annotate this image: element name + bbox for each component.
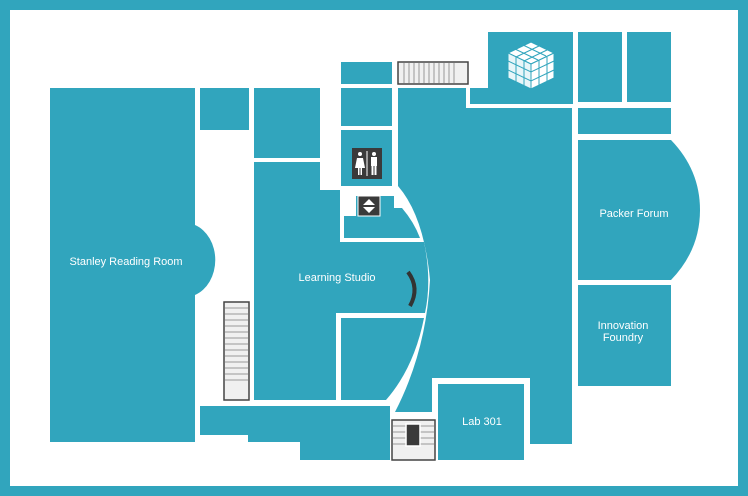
label-innovation-line1: Innovation [597,320,649,332]
label-learning-studio: Learning Studio [298,272,376,284]
stairs-icon [391,419,436,461]
room-learning-annex[interactable] [341,318,424,400]
room-learning-studio[interactable] [254,162,429,400]
room-small-g[interactable] [578,108,671,134]
label-lab-301: Lab 301 [462,416,502,428]
room-small-a[interactable] [200,88,249,130]
curved-wall [406,270,417,307]
label-innovation-foundry: Innovation Foundry [598,320,649,344]
stairs-icon [223,301,250,401]
room-central-hall[interactable] [395,88,572,444]
stairs-icon [397,61,469,85]
room-elevator-lobby[interactable] [344,196,420,238]
room-packer-forum[interactable] [578,140,700,280]
corridor-bottom [200,406,390,460]
room-small-c[interactable] [341,62,392,84]
room-small-d[interactable] [341,88,392,126]
cube-logo-icon [506,41,556,90]
room-small-b[interactable] [254,88,320,158]
restroom-icon[interactable] [352,148,382,179]
room-lab-301[interactable] [438,384,524,460]
label-innovation-line2: Foundry [602,332,644,344]
label-stanley-reading-room: Stanley Reading Room [69,256,183,268]
room-small-f[interactable] [627,32,671,102]
room-small-e[interactable] [578,32,622,102]
room-stanley-reading-room[interactable] [50,88,216,442]
elevator-icon[interactable] [357,195,381,217]
room-innovation-foundry[interactable] [578,285,671,386]
label-packer-forum: Packer Forum [599,208,669,220]
